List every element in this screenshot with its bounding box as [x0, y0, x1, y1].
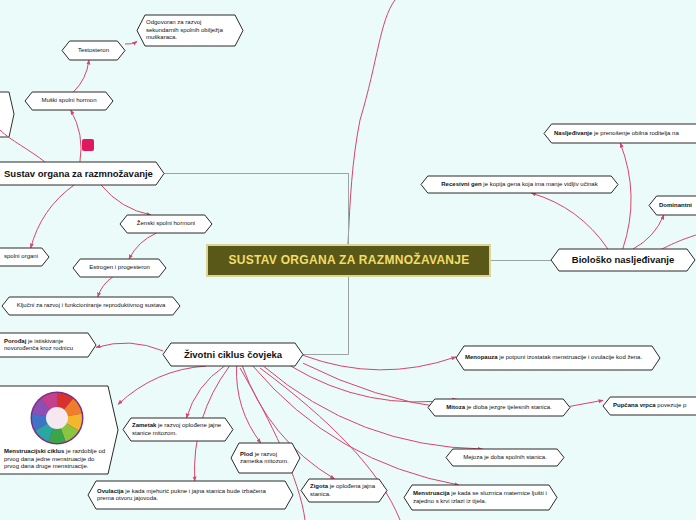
node-text: Nasljeđivanje je prenošenje obilna rodit…: [554, 130, 693, 138]
marker-icon: [82, 139, 94, 151]
subtopic-box: Odgovoran za razvoj sekundarnih spolnih …: [137, 15, 243, 46]
subtopic-box: Ovulacija je kada mjehurić pukne i jajna…: [88, 481, 293, 509]
relation-connector: [73, 60, 89, 92]
branch-connector: [303, 276, 349, 355]
relation-connector: [118, 366, 206, 404]
cut-node: [0, 92, 14, 137]
node-text: Zametak je razvoj oplođene jajne stanice…: [132, 422, 224, 437]
subtopic-box: Menopauza je potpuni izostatak menstruac…: [456, 346, 660, 370]
node-text: Estrogen i progesteron: [82, 264, 157, 272]
relation-connector: [620, 143, 631, 249]
central-topic: SUSTAV ORGANA ZA RAZMNOŽAVANJE: [207, 245, 490, 276]
node-text: Biološko nasljeđivanje: [560, 254, 686, 266]
relation-connector: [98, 277, 113, 297]
subtopic-box: Porođaj je istiskivanje novorođenča kroz…: [0, 333, 96, 357]
node-text: Dominantni: [659, 202, 693, 210]
node-text: Testosteron: [71, 47, 116, 55]
node-text: Menopauza je potpuni izostatak menstruac…: [465, 354, 651, 362]
cycle-illustration: [30, 391, 84, 445]
subtopic-box: Pupčana vrpca povezuje p: [603, 397, 696, 415]
subtopic-box: Ženski spolni hormoni: [120, 215, 212, 233]
node-text: Muški spolni hormon: [34, 97, 104, 105]
subtopic-box: Ključni za razvoj i funkcioniranje repro…: [2, 297, 180, 315]
node-text: Ženski spolni hormoni: [129, 220, 203, 228]
subtopic-box: Recesivni gen je kopija gena koja ima ma…: [421, 176, 618, 193]
branch-topic: Biološko nasljeđivanje: [551, 249, 695, 271]
node-text: Recesivni gen je kopija gena koja ima ma…: [430, 181, 609, 189]
subtopic-box: Mitoza je dioba jezgre tjelesnih stanica…: [428, 399, 570, 416]
branch-connector: [490, 260, 551, 261]
relation-connector: [31, 185, 74, 248]
relation-connector: [129, 233, 156, 259]
node-text: Mitoza je dioba jezgre tjelesnih stanica…: [437, 404, 561, 412]
node-text: spolni organi: [4, 253, 38, 261]
subtopic-box: Nasljeđivanje je prenošenje obilna rodit…: [544, 124, 696, 143]
relation-line: [348, 0, 395, 244]
relation-connector: [291, 366, 457, 402]
relation-connector: [303, 355, 456, 370]
branch-connector: [164, 174, 349, 246]
relation-line: [660, 235, 696, 250]
node-text: Odgovoran za razvoj sekundarnih spolnih …: [146, 19, 234, 42]
subtopic-box: Menstruacijski ciklus je razdoblje od pr…: [0, 386, 118, 474]
node-text: Životni ciklus čovjeka: [172, 349, 294, 361]
subtopic-box: spolni organi: [0, 248, 49, 266]
subtopic-box: Testosteron: [62, 41, 125, 60]
node-text: Mejoza je doba spolnih stanica.: [455, 454, 555, 462]
node-text: Sustav organa za razmnožavanje: [4, 168, 153, 180]
subtopic-box: Zigota je oplođena jajna stanica.: [301, 479, 387, 502]
subtopic-box: Estrogen i progesteron: [73, 259, 166, 277]
relation-line: [0, 130, 45, 162]
subtopic-box: Zametak je razvoj oplođene jajne stanice…: [123, 418, 233, 441]
subtopic-box: Plod je razvoj zametka mitozom.: [231, 443, 300, 473]
node-text: Pupčana vrpca povezuje p: [613, 402, 693, 410]
node-text: Porođaj je istiskivanje novorođenča kroz…: [4, 338, 85, 353]
relation-connector: [236, 366, 260, 443]
relation-connector: [531, 193, 608, 249]
node-text: Plod je razvoj zametka mitozom.: [240, 451, 291, 466]
subtopic-box: Mejoza je doba spolnih stanica.: [446, 449, 564, 466]
relation-connector: [71, 110, 81, 162]
node-text: Menstruacija je kada se sluznica materni…: [413, 490, 548, 505]
node-text: Ključni za razvoj i funkcioniranje repro…: [11, 302, 171, 310]
relation-connector: [263, 366, 482, 449]
subtopic-box: Menstruacija je kada se sluznica materni…: [404, 485, 557, 510]
relation-connector: [125, 41, 137, 44]
node-text: Ovulacija je kada mjehurić pukne i jajna…: [97, 488, 284, 503]
subtopic-box: Dominantni: [649, 196, 696, 215]
relation-connector: [633, 215, 664, 249]
subtopic-box: Muški spolni hormon: [25, 92, 113, 110]
branch-topic: Sustav organa za razmnožavanje: [0, 162, 164, 185]
node-text: Menstruacijski ciklus je razdoblje od pr…: [4, 448, 107, 471]
relation-connector: [101, 185, 151, 215]
relation-connector: [96, 343, 163, 351]
node-text: Zigota je oplođena jajna stanica.: [310, 483, 378, 498]
branch-topic: Životni ciklus čovjeka: [163, 343, 303, 366]
node-text: SUSTAV ORGANA ZA RAZMNOŽAVANJE: [217, 253, 481, 268]
